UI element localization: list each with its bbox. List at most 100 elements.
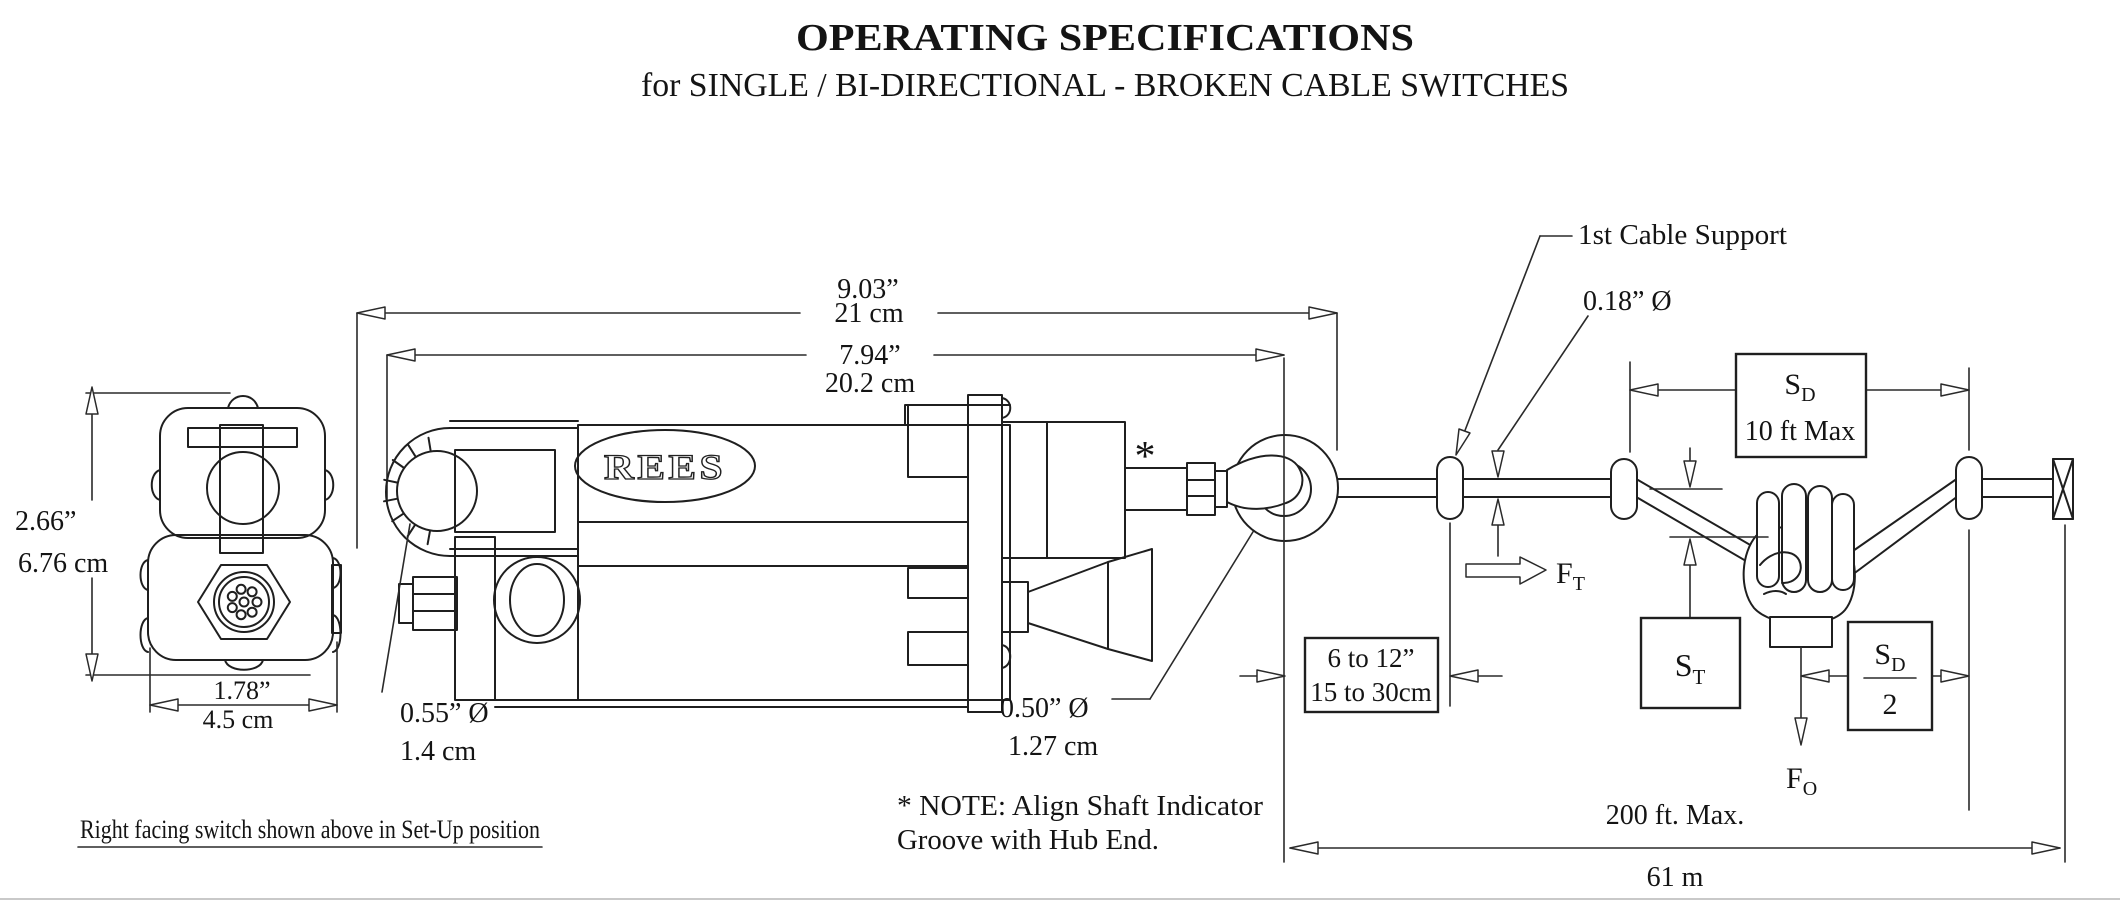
connector-outer-ring — [213, 571, 275, 633]
cable-support-3 — [1955, 456, 1983, 520]
operating-force: FO — [1786, 646, 1817, 800]
thumb — [1759, 551, 1802, 585]
total-run-dimension: 200 ft. Max. 61 m — [1289, 800, 2061, 893]
front-bump-right-upper — [324, 469, 335, 501]
eyelet-dia-in: 0.55” Ø — [400, 698, 489, 729]
hub-and-shaft: * — [907, 394, 1228, 713]
front-width-in: 1.78” — [213, 676, 270, 705]
sd2-box — [1846, 620, 1934, 732]
finger-3 — [1807, 485, 1833, 593]
finger-1 — [1756, 491, 1780, 588]
wrist — [1769, 616, 1833, 648]
ring-diameter-label: 0.50” Ø 1.27 cm — [1000, 526, 1257, 762]
front-view-caption: Right facing switch shown above in Set-U… — [77, 815, 543, 848]
hub-in: 7.94” — [839, 340, 900, 371]
front-connector-hex — [197, 564, 291, 640]
cable-ring — [1226, 434, 1339, 542]
front-bump-left-mid — [139, 559, 149, 591]
sd-symbol: SD — [1784, 368, 1815, 406]
cable-dia-text: 0.18” Ø — [1583, 286, 1672, 317]
support-label-text: 1st Cable Support — [1578, 220, 1787, 251]
finger-2 — [1781, 483, 1807, 593]
hub-length-dimension: 7.94” 20.2 cm — [386, 340, 1285, 503]
half-spacing-dimension: SD 2 — [1800, 620, 1970, 732]
overall-cm: 21 cm — [834, 298, 903, 329]
title-block: OPERATING SPECIFICATIONS for SINGLE / BI… — [641, 17, 1569, 104]
finger-4 — [1831, 493, 1855, 591]
connector-pins — [226, 583, 263, 621]
clamp-bolt — [412, 576, 458, 631]
front-height-in: 2.66” — [15, 506, 76, 537]
support-spacing-dimension: SD 10 ft Max — [1629, 352, 1970, 459]
ft-arrow — [1465, 556, 1547, 585]
overall-in: 9.03” — [837, 274, 898, 305]
ring-dia-in: 0.50” Ø — [1000, 693, 1089, 724]
cable-diameter-label: 0.18” Ø — [1491, 286, 1672, 557]
first-span-in: 6 to 12” — [1328, 643, 1415, 673]
tension-force: FT — [1465, 556, 1585, 595]
sd2-numerator: SD — [1874, 638, 1905, 676]
eyelet-hole — [396, 450, 478, 532]
front-t-bracket-stem — [219, 424, 264, 554]
front-height-dimension: 2.66” 6.76 cm — [15, 386, 311, 682]
front-width-dimension: 1.78” 4.5 cm — [149, 641, 338, 734]
note-line1: * NOTE: Align Shaft Indicator — [897, 791, 1264, 822]
st-box — [1639, 616, 1742, 710]
front-bottom-bump — [224, 659, 264, 671]
shaft-hex-nut — [1186, 462, 1216, 516]
front-side-tab — [331, 564, 342, 634]
front-view: 2.66” 6.76 cm 1.78” 4.5 cm Right facing … — [15, 386, 543, 848]
rees-logo-text: REES — [604, 447, 726, 487]
hub-cylinder — [1001, 421, 1126, 559]
fo-label: FO — [1786, 762, 1817, 800]
title-line1: OPERATING SPECIFICATIONS — [796, 17, 1414, 59]
title-line2: for SINGLE / BI-DIRECTIONAL - BROKEN CAB… — [641, 67, 1569, 104]
cable-support-2 — [1610, 458, 1638, 520]
cable-anchor — [2052, 458, 2074, 520]
cable-clamp-assembly — [398, 536, 581, 701]
overall-length-dimension: 9.03” 21 cm — [356, 274, 1338, 549]
switch-body: REES — [494, 404, 1011, 708]
arm-window — [454, 449, 556, 533]
note-line2: Groove with Hub End. — [897, 825, 1159, 856]
front-top-bump — [227, 395, 259, 409]
rees-logo-oval — [574, 429, 756, 503]
clamp-plate — [454, 536, 496, 701]
eyelet-diameter-label: 0.55” Ø 1.4 cm — [381, 523, 489, 767]
front-bump-left-upper — [150, 469, 161, 501]
shaft-asterisk: * — [1135, 434, 1156, 480]
connector-inner-ring — [218, 576, 270, 628]
eyelet-teeth — [383, 436, 432, 546]
sd-box — [1734, 352, 1868, 459]
sd-max: 10 ft Max — [1745, 416, 1855, 447]
st-symbol: ST — [1675, 647, 1706, 689]
mount-plate — [967, 394, 1003, 713]
body-band — [577, 521, 969, 567]
front-t-bracket-bar — [187, 427, 298, 448]
front-bump-right-mid — [332, 557, 342, 589]
sd2-denominator: 2 — [1883, 688, 1898, 721]
reset-horn — [1001, 548, 1153, 662]
shaft-hook — [1226, 454, 1304, 510]
first-cable-support-label: 1st Cable Support — [1455, 220, 1787, 456]
ring-dia-cm: 1.27 cm — [1008, 731, 1098, 762]
total-m: 61 m — [1647, 862, 1704, 893]
ft-label: FT — [1556, 557, 1585, 595]
eyelet-dia-cm: 1.4 cm — [400, 736, 476, 767]
first-span-dimension: 6 to 12” 15 to 30cm — [1239, 636, 1503, 714]
front-hub-circle — [206, 451, 280, 525]
cable-run: 1st Cable Support 0.18” Ø 6 to 12” 15 to… — [1226, 220, 2074, 893]
front-bump-left-low — [139, 617, 149, 653]
first-span-box — [1303, 636, 1440, 714]
caption-text: Right facing switch shown above in Set-U… — [80, 815, 540, 844]
switch-eyelet-arm — [383, 420, 579, 557]
front-width-cm: 4.5 cm — [203, 705, 274, 734]
side-view: 9.03” 21 cm 7.94” 20.2 cm — [356, 274, 1338, 856]
cable-support-1 — [1436, 456, 1464, 520]
first-span-cm: 15 to 30cm — [1310, 677, 1432, 707]
front-upper-housing — [159, 407, 326, 539]
total-ft: 200 ft. Max. — [1606, 800, 1744, 831]
pulling-hand — [1742, 483, 1856, 648]
